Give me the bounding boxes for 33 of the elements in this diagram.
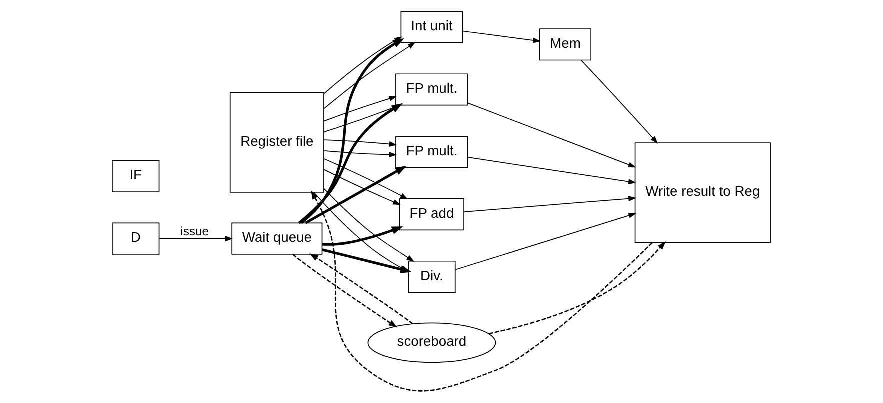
- node-box: FP mult.: [396, 136, 468, 168]
- arrow: [580, 60, 658, 144]
- node-ellipse: scoreboard: [368, 322, 496, 364]
- node-box: FP mult.: [396, 74, 468, 106]
- arrow: [305, 166, 407, 224]
- node-box: Int unit: [400, 11, 464, 44]
- node-box: Wait queue: [232, 222, 323, 255]
- arrow: [324, 150, 398, 158]
- arrow: [324, 140, 398, 147]
- arrow: [292, 254, 398, 328]
- arrow: [324, 158, 408, 200]
- arrow: [468, 102, 636, 168]
- node-box: Register file: [230, 92, 324, 193]
- arrow: [488, 241, 666, 334]
- arrow: [311, 190, 653, 392]
- arrow: [159, 236, 234, 242]
- node-box: Div.: [408, 260, 456, 294]
- node-box: IF: [112, 160, 160, 192]
- arrow: [324, 188, 415, 262]
- arrow: [462, 30, 542, 44]
- arrow: [322, 226, 404, 246]
- arrow: [324, 169, 401, 206]
- node-box: Write result to Reg: [634, 142, 771, 244]
- arrow: [464, 196, 636, 212]
- arrow: [300, 38, 404, 224]
- arrow: [324, 96, 398, 122]
- arrow: [468, 157, 636, 184]
- arrow: [310, 254, 414, 325]
- edge-label: issue: [180, 224, 209, 239]
- node-box: FP add: [399, 198, 464, 231]
- arrow: [455, 213, 637, 270]
- node-box: Mem: [540, 28, 592, 61]
- node-box: D: [112, 222, 160, 255]
